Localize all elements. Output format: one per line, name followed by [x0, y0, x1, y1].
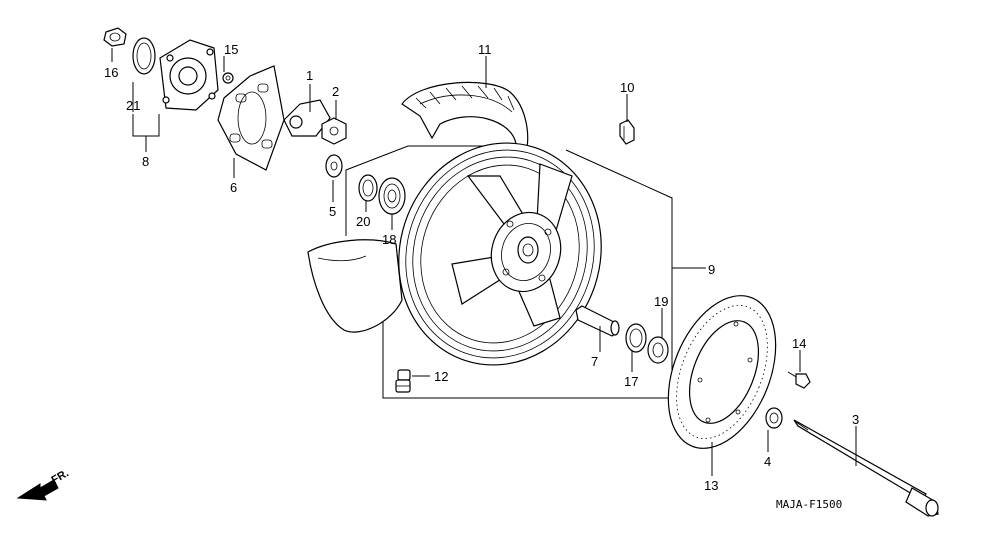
callout-11: 11 — [478, 42, 492, 57]
collar-4 — [765, 407, 783, 429]
callout-18: 18 — [382, 232, 396, 247]
final-driven-flange-part — [159, 39, 219, 111]
callout-1: 1 — [306, 68, 313, 83]
oil-seal-20 — [358, 174, 378, 202]
nut-16 — [103, 27, 127, 47]
callout-4: 4 — [764, 454, 771, 469]
callout-10: 10 — [620, 80, 634, 95]
callout-9: 9 — [708, 262, 715, 277]
callout-14: 14 — [792, 336, 806, 351]
bolt-15 — [222, 72, 234, 84]
callout-13: 13 — [704, 478, 718, 493]
bolt-14 — [787, 371, 811, 389]
seal-19 — [647, 336, 669, 364]
diagram-code: MAJA-F1500 — [776, 498, 842, 511]
o-ring-21 — [132, 37, 156, 75]
callout-16: 16 — [104, 65, 118, 80]
callout-6: 6 — [230, 180, 237, 195]
callout-12: 12 — [434, 369, 448, 384]
valve-12 — [395, 369, 411, 393]
callout-17: 17 — [624, 374, 638, 389]
leader-lines — [111, 48, 857, 476]
callout-8: 8 — [142, 154, 149, 169]
adjuster-1 — [283, 99, 331, 137]
callout-20: 20 — [356, 214, 370, 229]
bearing-17 — [625, 323, 647, 353]
callout-5: 5 — [329, 204, 336, 219]
callout-2: 2 — [332, 84, 339, 99]
hugger-11 — [401, 81, 529, 151]
assembly-bracket-8 — [132, 114, 160, 152]
callout-3: 3 — [852, 412, 859, 427]
plate-6 — [217, 65, 285, 171]
callout-15: 15 — [224, 42, 238, 57]
rear-wheel-9 — [398, 142, 602, 366]
callout-7: 7 — [591, 354, 598, 369]
callout-21: 21 — [126, 98, 140, 113]
collar-5 — [325, 154, 343, 178]
bearing-18 — [378, 177, 406, 215]
collar-7 — [575, 305, 620, 337]
mudguard-piece — [307, 239, 403, 333]
nut-2 — [321, 117, 347, 145]
callout-19: 19 — [654, 294, 668, 309]
clip-10 — [619, 119, 635, 145]
axle-3 — [793, 419, 939, 517]
front-direction-arrow: FR. — [16, 467, 71, 501]
brake-disc-13 — [667, 295, 777, 449]
callout-labels: 1 2 3 4 5 6 7 8 9 10 11 12 13 14 15 16 1… — [104, 42, 859, 493]
direction-label: FR. — [50, 467, 71, 486]
